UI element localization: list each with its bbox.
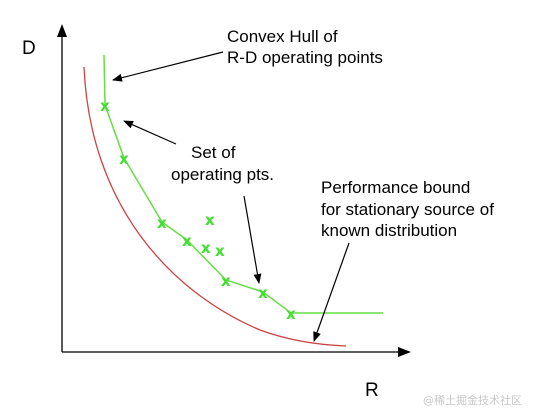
performance-bound-curve bbox=[83, 66, 347, 347]
operating-points-arrow bbox=[243, 195, 262, 284]
operating-points: x x x x x x x x x x bbox=[100, 97, 296, 323]
convex-hull-label-line-2: R-D operating points bbox=[227, 48, 383, 67]
convex-hull-label-line-1: Convex Hull of bbox=[227, 27, 338, 46]
operating-point: x bbox=[286, 305, 296, 323]
operating-point: x bbox=[258, 284, 268, 302]
convex-hull-line bbox=[103, 54, 383, 314]
y-axis-label: D bbox=[22, 38, 36, 59]
performance-bound-annotation: Performance bound for stationary source … bbox=[321, 178, 494, 240]
y-axis-arrowhead bbox=[57, 24, 67, 37]
operating-points-arrow bbox=[123, 120, 177, 145]
performance-bound-arrow bbox=[313, 242, 350, 342]
operating-points-label-line-1: Set of bbox=[191, 143, 236, 162]
performance-bound-label-line-1: Performance bound bbox=[321, 178, 470, 197]
watermark: @稀土掘金技术社区 bbox=[423, 393, 522, 407]
x-axis-label: R bbox=[365, 380, 379, 401]
operating-point: x bbox=[182, 232, 192, 250]
convex-hull-annotation: Convex Hull of R-D operating points bbox=[227, 27, 383, 67]
operating-point: x bbox=[201, 239, 211, 257]
performance-bound-label-line-2: for stationary source of bbox=[321, 200, 494, 219]
operating-point: x bbox=[221, 272, 231, 290]
operating-point: x bbox=[205, 211, 215, 229]
operating-point: x bbox=[157, 214, 167, 232]
performance-bound-label-line-3: known distribution bbox=[321, 221, 457, 240]
convex-hull-arrow bbox=[112, 51, 224, 82]
operating-points-annotation: Set of operating pts. bbox=[171, 143, 274, 184]
operating-points-label-line-2: operating pts. bbox=[171, 165, 274, 184]
operating-point: x bbox=[100, 97, 110, 115]
x-axis-arrowhead bbox=[398, 347, 411, 357]
operating-point: x bbox=[215, 242, 225, 260]
operating-point: x bbox=[119, 150, 129, 168]
